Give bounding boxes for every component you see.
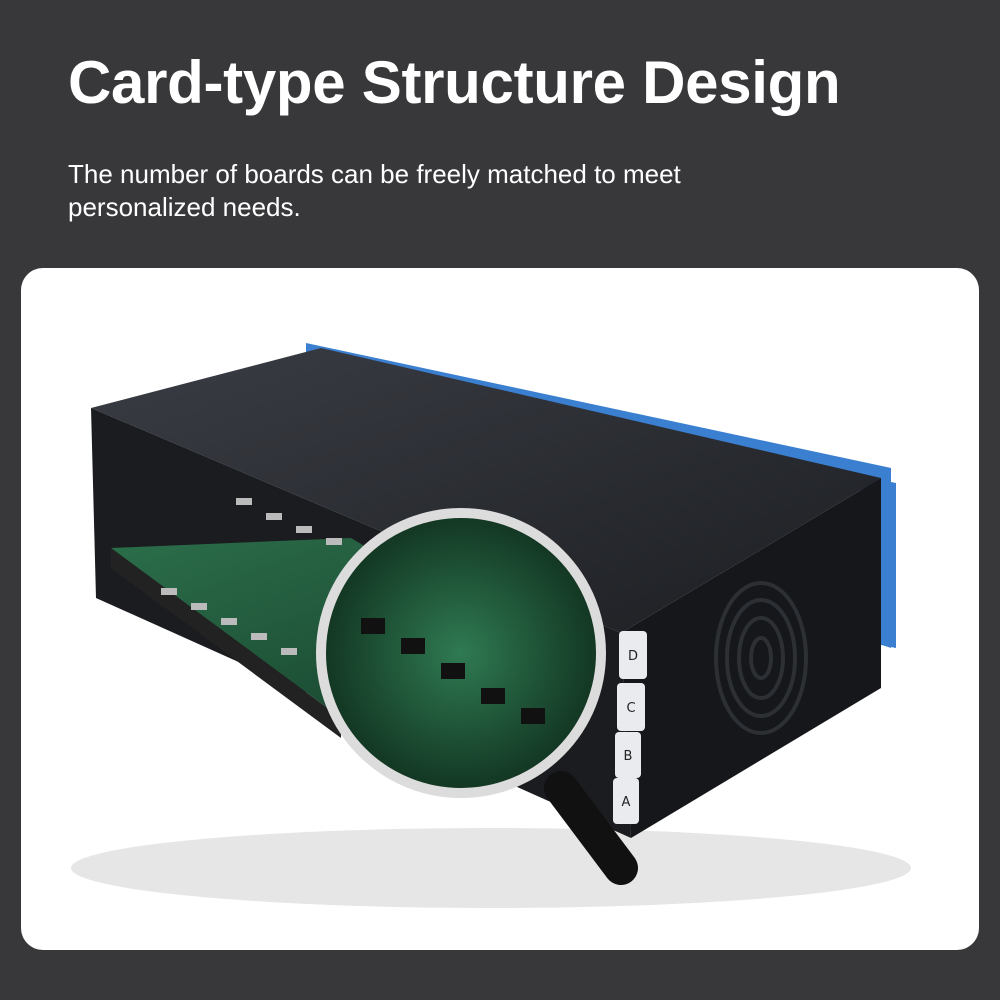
matrix-switcher-illustration: D C B A: [71, 343, 911, 908]
magnifier-icon: [316, 508, 638, 885]
svg-text:B: B: [624, 749, 633, 764]
slot-label-a: A: [613, 778, 639, 824]
page-title: Card-type Structure Design: [68, 49, 841, 116]
page-subtitle: The number of boards can be freely match…: [68, 159, 681, 222]
slot-label-d: D: [619, 631, 647, 679]
slot-labels: D C B A: [613, 631, 647, 824]
slot-label-c: C: [617, 683, 645, 731]
card-front-panel: [111, 548, 341, 738]
product-image-card: D C B A: [21, 268, 979, 950]
fan-grille-icon: [714, 581, 808, 735]
shadow: [71, 828, 911, 908]
svg-text:A: A: [622, 795, 631, 810]
svg-text:D: D: [628, 649, 638, 664]
hdmi-ports: [161, 498, 342, 655]
svg-text:C: C: [626, 701, 635, 716]
chassis-top: [91, 348, 881, 633]
slot-label-b: B: [615, 732, 641, 778]
